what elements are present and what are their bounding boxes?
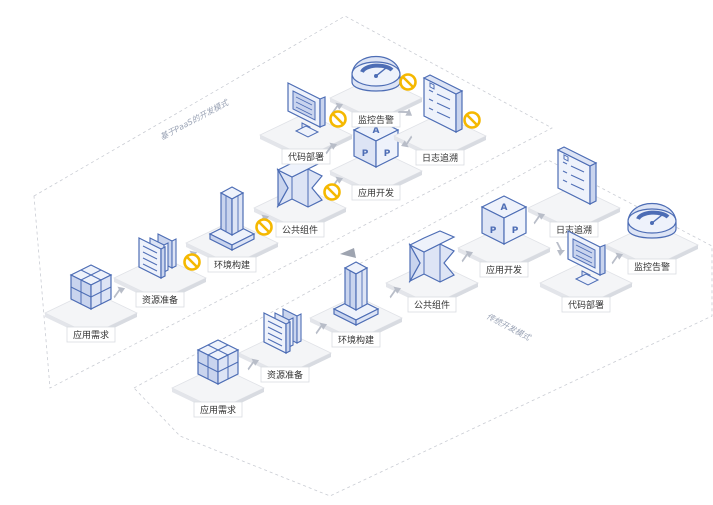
tower-icon	[209, 186, 255, 251]
node-label: 应用开发	[486, 264, 522, 276]
paas-node-7: 监控告警	[329, 54, 423, 128]
node-label: 日志追溯	[422, 152, 458, 164]
paas-band-label: 基于PaaS的开发模式	[159, 98, 231, 142]
paas-node-4: 公共组件	[253, 155, 347, 238]
node-label: 公共组件	[414, 299, 450, 311]
cube-grid-icon	[197, 339, 239, 385]
app-letter: A	[501, 203, 508, 213]
paas-node-3: 环境构建	[185, 186, 279, 273]
node-label: 监控告警	[634, 261, 670, 273]
gauge-icon	[626, 201, 678, 240]
paas-node-5: A P P 应用开发	[329, 118, 423, 201]
traditional-node-8: 监控告警	[605, 201, 699, 275]
cube-grid-icon	[70, 264, 112, 310]
traditional-node-4: 公共组件	[385, 230, 479, 313]
node-label: 资源准备	[142, 294, 178, 306]
node-label: 资源准备	[267, 369, 303, 381]
band-divider-arrow	[340, 248, 356, 258]
paas-node-1: 应用需求	[44, 264, 138, 343]
node-label: 应用需求	[73, 329, 109, 341]
traditional-node-6: 日志追溯	[527, 146, 621, 238]
node-label: 公共组件	[282, 224, 318, 236]
node-label: 监控告警	[358, 114, 394, 126]
block-sign-icon	[399, 73, 417, 91]
node-label: 应用需求	[200, 404, 236, 416]
app-letter: A	[373, 126, 380, 136]
flow-arrow	[556, 242, 565, 256]
app-letter: P	[362, 149, 369, 159]
node-label: 日志追溯	[556, 224, 592, 236]
tower-icon	[333, 261, 379, 326]
node-label: 代码部署	[568, 299, 604, 311]
paas-node-2: 资源准备	[113, 233, 207, 308]
traditional-node-5: A P P 应用开发	[457, 195, 551, 278]
app-letter: P	[490, 226, 497, 236]
traditional-node-1: 应用需求	[171, 339, 265, 418]
node-label: 应用开发	[358, 187, 394, 199]
app-letter: P	[384, 149, 391, 159]
paas-node-6: 代码部署	[259, 82, 353, 165]
traditional-node-7: 代码部署	[539, 230, 633, 313]
node-label: 环境构建	[338, 334, 374, 346]
node-label: 代码部署	[288, 151, 324, 163]
component-icon	[409, 230, 455, 283]
traditional-node-2: 资源准备	[238, 308, 332, 383]
gauge-icon	[350, 54, 402, 93]
block-sign-icon	[255, 218, 273, 236]
paas-node-8: 日志追溯	[393, 74, 487, 166]
block-sign-icon	[329, 110, 347, 128]
block-sign-icon	[323, 183, 341, 201]
block-sign-icon	[463, 111, 481, 129]
paas-band	[33, 15, 553, 389]
traditional-node-3: 环境构建	[309, 261, 403, 348]
traditional-band-label: 传统开发模式	[485, 312, 532, 343]
app-letter: P	[512, 226, 519, 236]
block-sign-icon	[183, 253, 201, 271]
traditional-band	[133, 159, 713, 497]
node-label: 环境构建	[214, 259, 250, 271]
